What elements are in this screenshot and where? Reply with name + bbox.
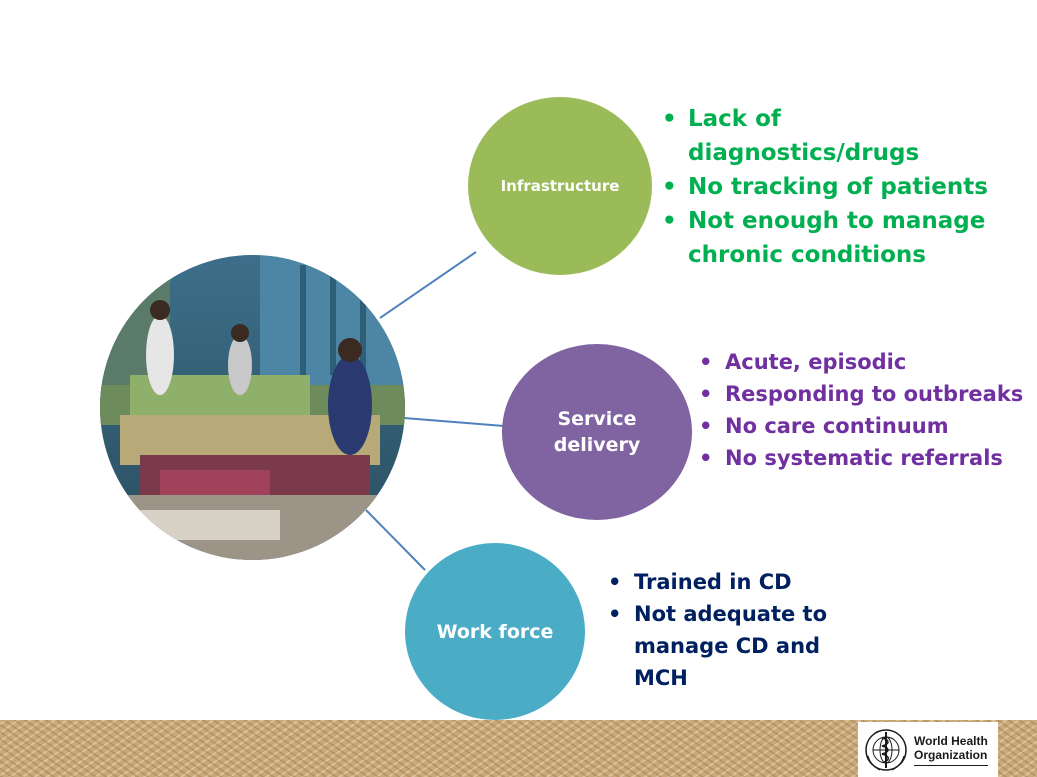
list-item: Trained in CD (606, 566, 866, 598)
list-item: Acute, episodic (697, 346, 1027, 378)
list-item: No tracking of patients (660, 170, 1000, 204)
work-force-bullet-list: Trained in CD Not adequate to manage CD … (606, 566, 866, 694)
work-force-label: Work force (436, 620, 554, 643)
hospital-ward-photo (100, 255, 405, 560)
work-force-node: Work force (405, 543, 585, 720)
list-item: No care continuum (697, 410, 1027, 442)
list-item: Responding to outbreaks (697, 378, 1027, 410)
list-item: Not enough to manage chronic conditions (660, 204, 1000, 272)
who-logo-line1: World Health (914, 733, 988, 748)
who-logo: World Health Organization (858, 722, 998, 777)
connector-infrastructure (379, 251, 477, 319)
hospital-ward-image (100, 255, 405, 560)
list-item: No systematic referrals (697, 442, 1027, 474)
service-delivery-bullet-list: Acute, episodic Responding to outbreaks … (697, 346, 1027, 474)
infrastructure-label: Infrastructure (500, 177, 620, 195)
connector-service-delivery (403, 417, 505, 427)
service-delivery-label-line1: Service (557, 408, 637, 430)
who-emblem-icon (865, 728, 907, 771)
service-delivery-node: Service delivery (502, 344, 692, 520)
infrastructure-node: Infrastructure (468, 97, 652, 275)
who-logo-line2: Organization (914, 747, 988, 762)
connector-work-force (365, 509, 426, 571)
service-delivery-label-line2: delivery (553, 434, 641, 456)
list-item: Not adequate to manage CD and MCH (606, 598, 866, 694)
infrastructure-bullet-list: Lack of diagnostics/drugs No tracking of… (660, 102, 1000, 272)
list-item: Lack of diagnostics/drugs (660, 102, 1000, 170)
who-logo-text: World Health Organization (914, 734, 988, 766)
